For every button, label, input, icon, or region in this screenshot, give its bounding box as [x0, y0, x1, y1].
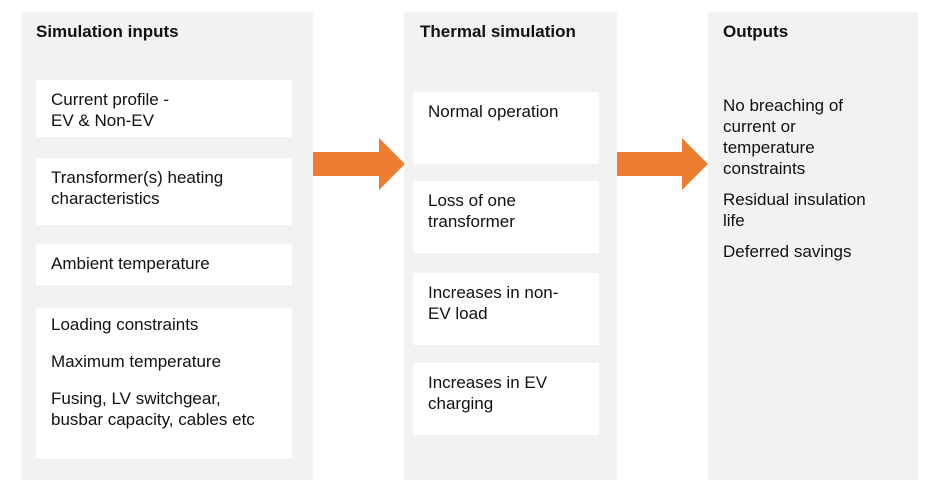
equipment-capacity-label: Fusing, LV switchgear, busbar capacity, … [51, 389, 255, 429]
current-profile-box: Current profile - EV & Non-EV [36, 80, 292, 137]
transformer-heating-box: Transformer(s) heating characteristics [36, 158, 292, 225]
maximum-temperature-label: Maximum temperature [51, 352, 222, 371]
current-profile-label: Current profile - EV & Non-EV [51, 90, 170, 130]
ambient-temperature-box: Ambient temperature [36, 244, 292, 285]
loading-constraints-box: Loading constraints Maximum temperature … [36, 308, 292, 459]
loss-of-transformer-label: Loss of one transformer [428, 191, 516, 231]
scenario-box: Increases in EV charging [413, 363, 599, 435]
scenario-box: Normal operation [413, 92, 599, 164]
ambient-temperature-label: Ambient temperature [51, 254, 210, 273]
deferred-savings-output: Deferred savings [723, 242, 852, 261]
non-ev-load-increase-label: Increases in non- EV load [428, 283, 559, 323]
transformer-heating-label: Transformer(s) heating characteristics [51, 168, 224, 208]
normal-operation-label: Normal operation [428, 102, 559, 121]
outputs-title: Outputs [723, 22, 789, 41]
outputs-panel: Outputs No breaching of current or tempe… [708, 12, 918, 480]
scenario-box: Loss of one transformer [413, 181, 599, 253]
ev-charging-increase-label: Increases in EV charging [428, 373, 548, 413]
thermal-simulation-panel: Thermal simulation Normal operation Loss… [404, 12, 617, 480]
simulation-inputs-panel: Simulation inputs Current profile - EV &… [21, 12, 313, 480]
outputs-list: No breaching of current or temperature c… [723, 95, 913, 262]
right-arrow-icon [617, 138, 708, 190]
thermal-simulation-title: Thermal simulation [420, 22, 576, 41]
residual-insulation-output: Residual insulation life [723, 190, 866, 230]
no-breaching-output: No breaching of current or temperature c… [723, 96, 844, 178]
scenario-box: Increases in non- EV load [413, 273, 599, 345]
simulation-inputs-title: Simulation inputs [36, 22, 179, 41]
loading-constraints-label: Loading constraints [51, 315, 199, 334]
right-arrow-icon [313, 138, 405, 190]
